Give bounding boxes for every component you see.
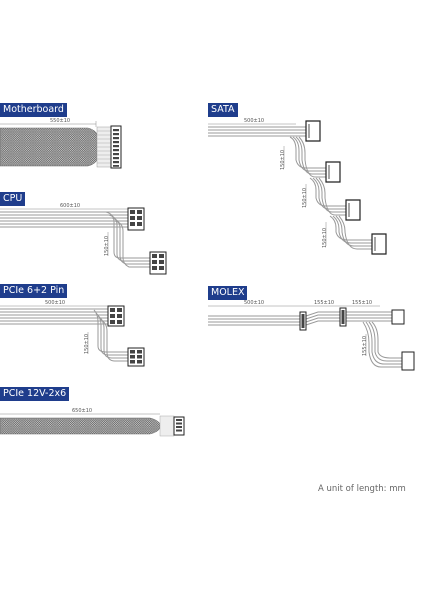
dim-cpu-length: 600±10 [60,203,81,209]
dim-sata-length: 500±10 [244,118,265,124]
label-sata: SATA [208,103,238,117]
pcie-12v-cable [0,413,185,437]
dim-pcie-segment: 150±10 [84,333,90,354]
dim-molex-segment-1: 155±10 [314,300,335,306]
sata-connectors [305,120,387,255]
label-molex: MOLEX [208,286,248,300]
label-pcie-12v: PCIe 12V-2x6 [0,387,70,401]
sata-cable [208,123,372,250]
pcie-6-2-cable [0,305,128,362]
dim-motherboard-length: 550±10 [50,118,71,124]
dim-molex-segment-3: 155±10 [362,335,368,356]
dim-molex-length: 500±10 [244,300,265,306]
dim-cpu-segment: 150±10 [104,235,110,256]
dim-pcie-length: 500±10 [45,300,66,306]
dim-sata-segment-1: 150±10 [280,149,286,170]
label-motherboard: Motherboard [0,103,67,117]
cpu-connector-8pin [127,207,167,275]
molex-cable [208,305,402,368]
molex-connectors [299,307,415,371]
pcie-6-2-connector [107,305,145,367]
label-cpu: CPU [0,192,26,206]
cpu-cable [0,208,150,268]
dim-sata-segment-3: 150±10 [322,227,328,248]
dim-sata-segment-2: 150±10 [302,187,308,208]
motherboard-cable [0,121,122,169]
unit-note: A unit of length: mm [318,484,406,494]
dim-molex-segment-2: 155±10 [352,300,373,306]
label-pcie-6-2: PCIe 6+2 Pin [0,284,68,298]
dim-pcie12v-length: 650±10 [72,408,93,414]
